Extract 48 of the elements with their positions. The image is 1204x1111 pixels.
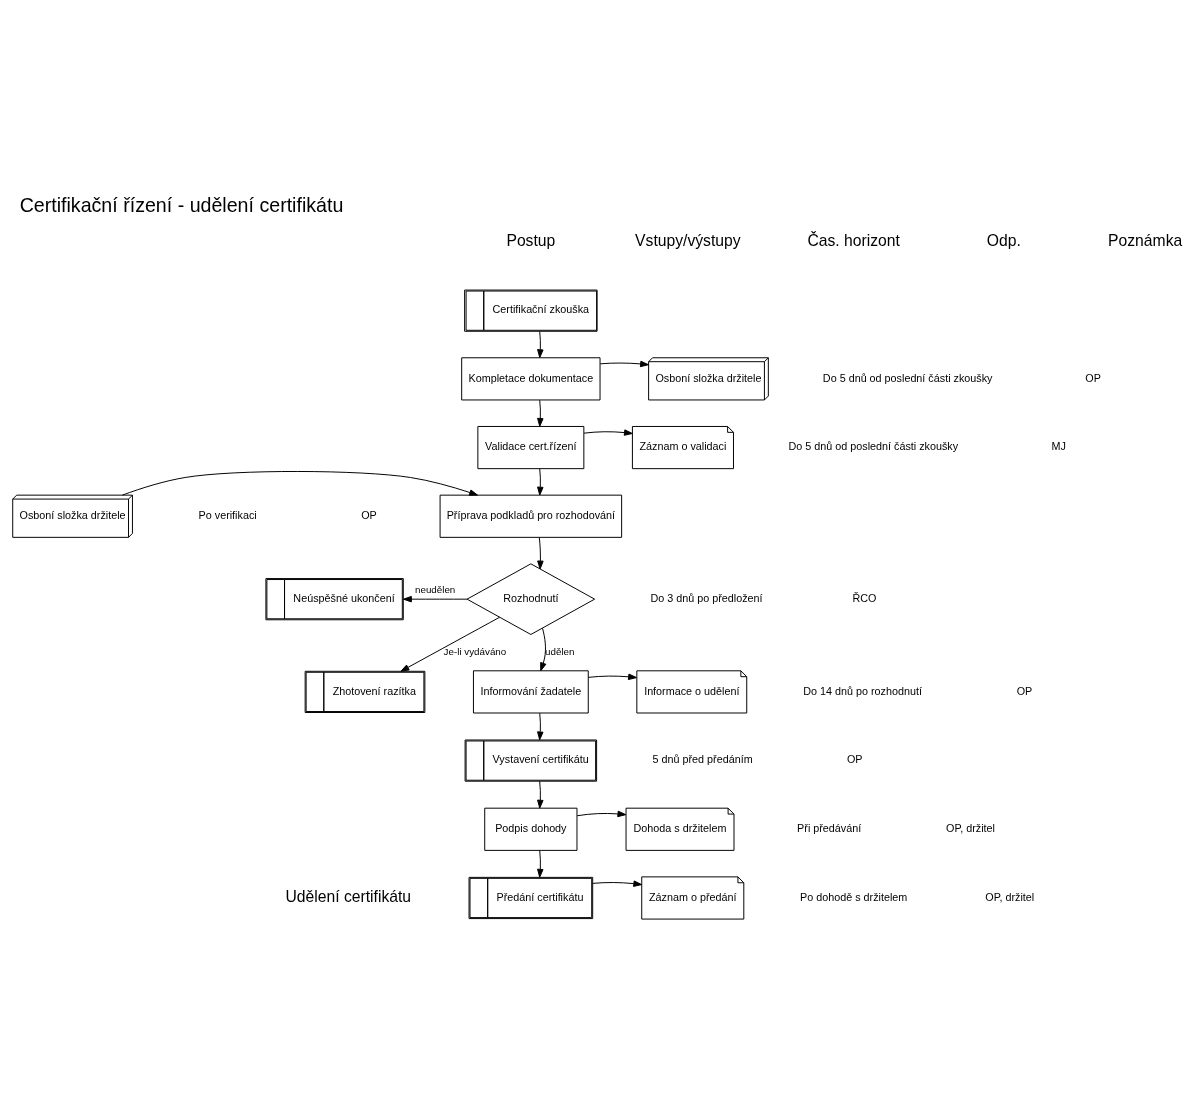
- node-box: Informování žadatele: [472, 670, 589, 714]
- arrow: [537, 468, 544, 496]
- edge-label: neudělen: [415, 584, 456, 596]
- arrow: [583, 429, 633, 436]
- edge-label: Je-li vydáváno: [443, 646, 507, 658]
- label: OP: [1085, 371, 1101, 384]
- edge-label: udělen: [545, 646, 575, 658]
- label: Do 5 dnů od poslední části zkoušky: [822, 371, 993, 384]
- label: Odp.: [986, 232, 1021, 250]
- arrow: [537, 712, 544, 741]
- node-box: Podpis dohody: [484, 807, 578, 851]
- label: OP: [1016, 684, 1033, 697]
- label: Do 14 dnů po rozhodnutí: [803, 684, 922, 697]
- node-box: Kompletace dokumentace: [461, 357, 601, 401]
- label: Udělení certifikátu: [285, 887, 412, 905]
- label: Postup: [506, 232, 556, 250]
- arrow: [537, 537, 544, 570]
- label: Do 5 dnů od poslední části zkoušky: [788, 440, 959, 453]
- arrow: [403, 595, 468, 603]
- arrow: [537, 780, 544, 809]
- arrow: [537, 331, 544, 359]
- label: Vstupy/výstupy: [635, 232, 741, 250]
- label: 5 dnů před předáním: [652, 753, 753, 766]
- node-box: Příprava podkladů pro rozhodování: [439, 494, 623, 538]
- node-diamond: Rozhodnutí: [466, 563, 596, 635]
- arrow: [121, 471, 478, 496]
- arrow: [537, 399, 544, 427]
- label: Čas. horizont: [807, 232, 900, 250]
- label: Poznámka: [1108, 232, 1183, 250]
- label: MJ: [1051, 440, 1066, 453]
- arrow: [540, 627, 547, 672]
- arrow: [537, 850, 544, 878]
- arrow: [587, 673, 637, 681]
- arrow: [592, 880, 643, 887]
- arrow: [599, 360, 649, 368]
- label: Po verifikaci: [198, 509, 257, 521]
- label: Po dohodě s držitelem: [800, 890, 908, 903]
- node-box: Validace cert.řízení: [477, 425, 585, 470]
- label: OP: [361, 509, 377, 521]
- label: OP, držitel: [985, 890, 1035, 903]
- arrow: [576, 810, 627, 818]
- diagram-title: Certifikační řízení - udělení certifikátu: [19, 193, 344, 216]
- arrow: [400, 616, 501, 672]
- label: OP: [846, 753, 863, 766]
- label: Při předávání: [797, 822, 862, 835]
- label: OP, držitel: [946, 822, 995, 835]
- label: Do 3 dnů po předložení: [650, 591, 763, 604]
- label: ŘCO: [852, 591, 877, 604]
